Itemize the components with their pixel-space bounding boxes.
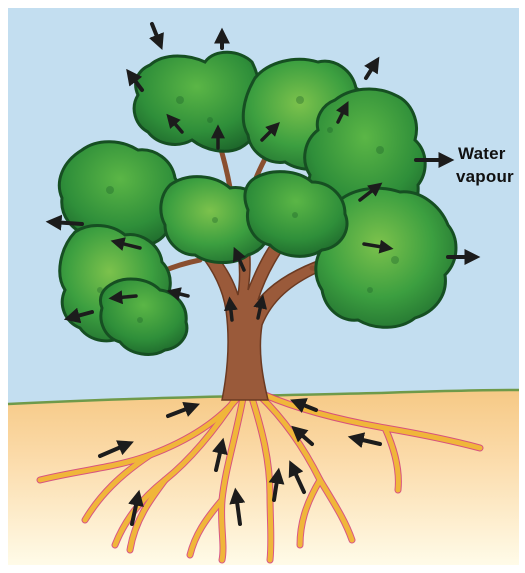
- water-vapour-label-line1: Water: [458, 143, 506, 165]
- water-vapour-label-line2: vapour: [456, 166, 514, 188]
- arrow-icon: [114, 296, 136, 298]
- arrow-icon: [52, 222, 82, 224]
- arrow-icon: [230, 302, 232, 320]
- soil-ground: [8, 390, 519, 565]
